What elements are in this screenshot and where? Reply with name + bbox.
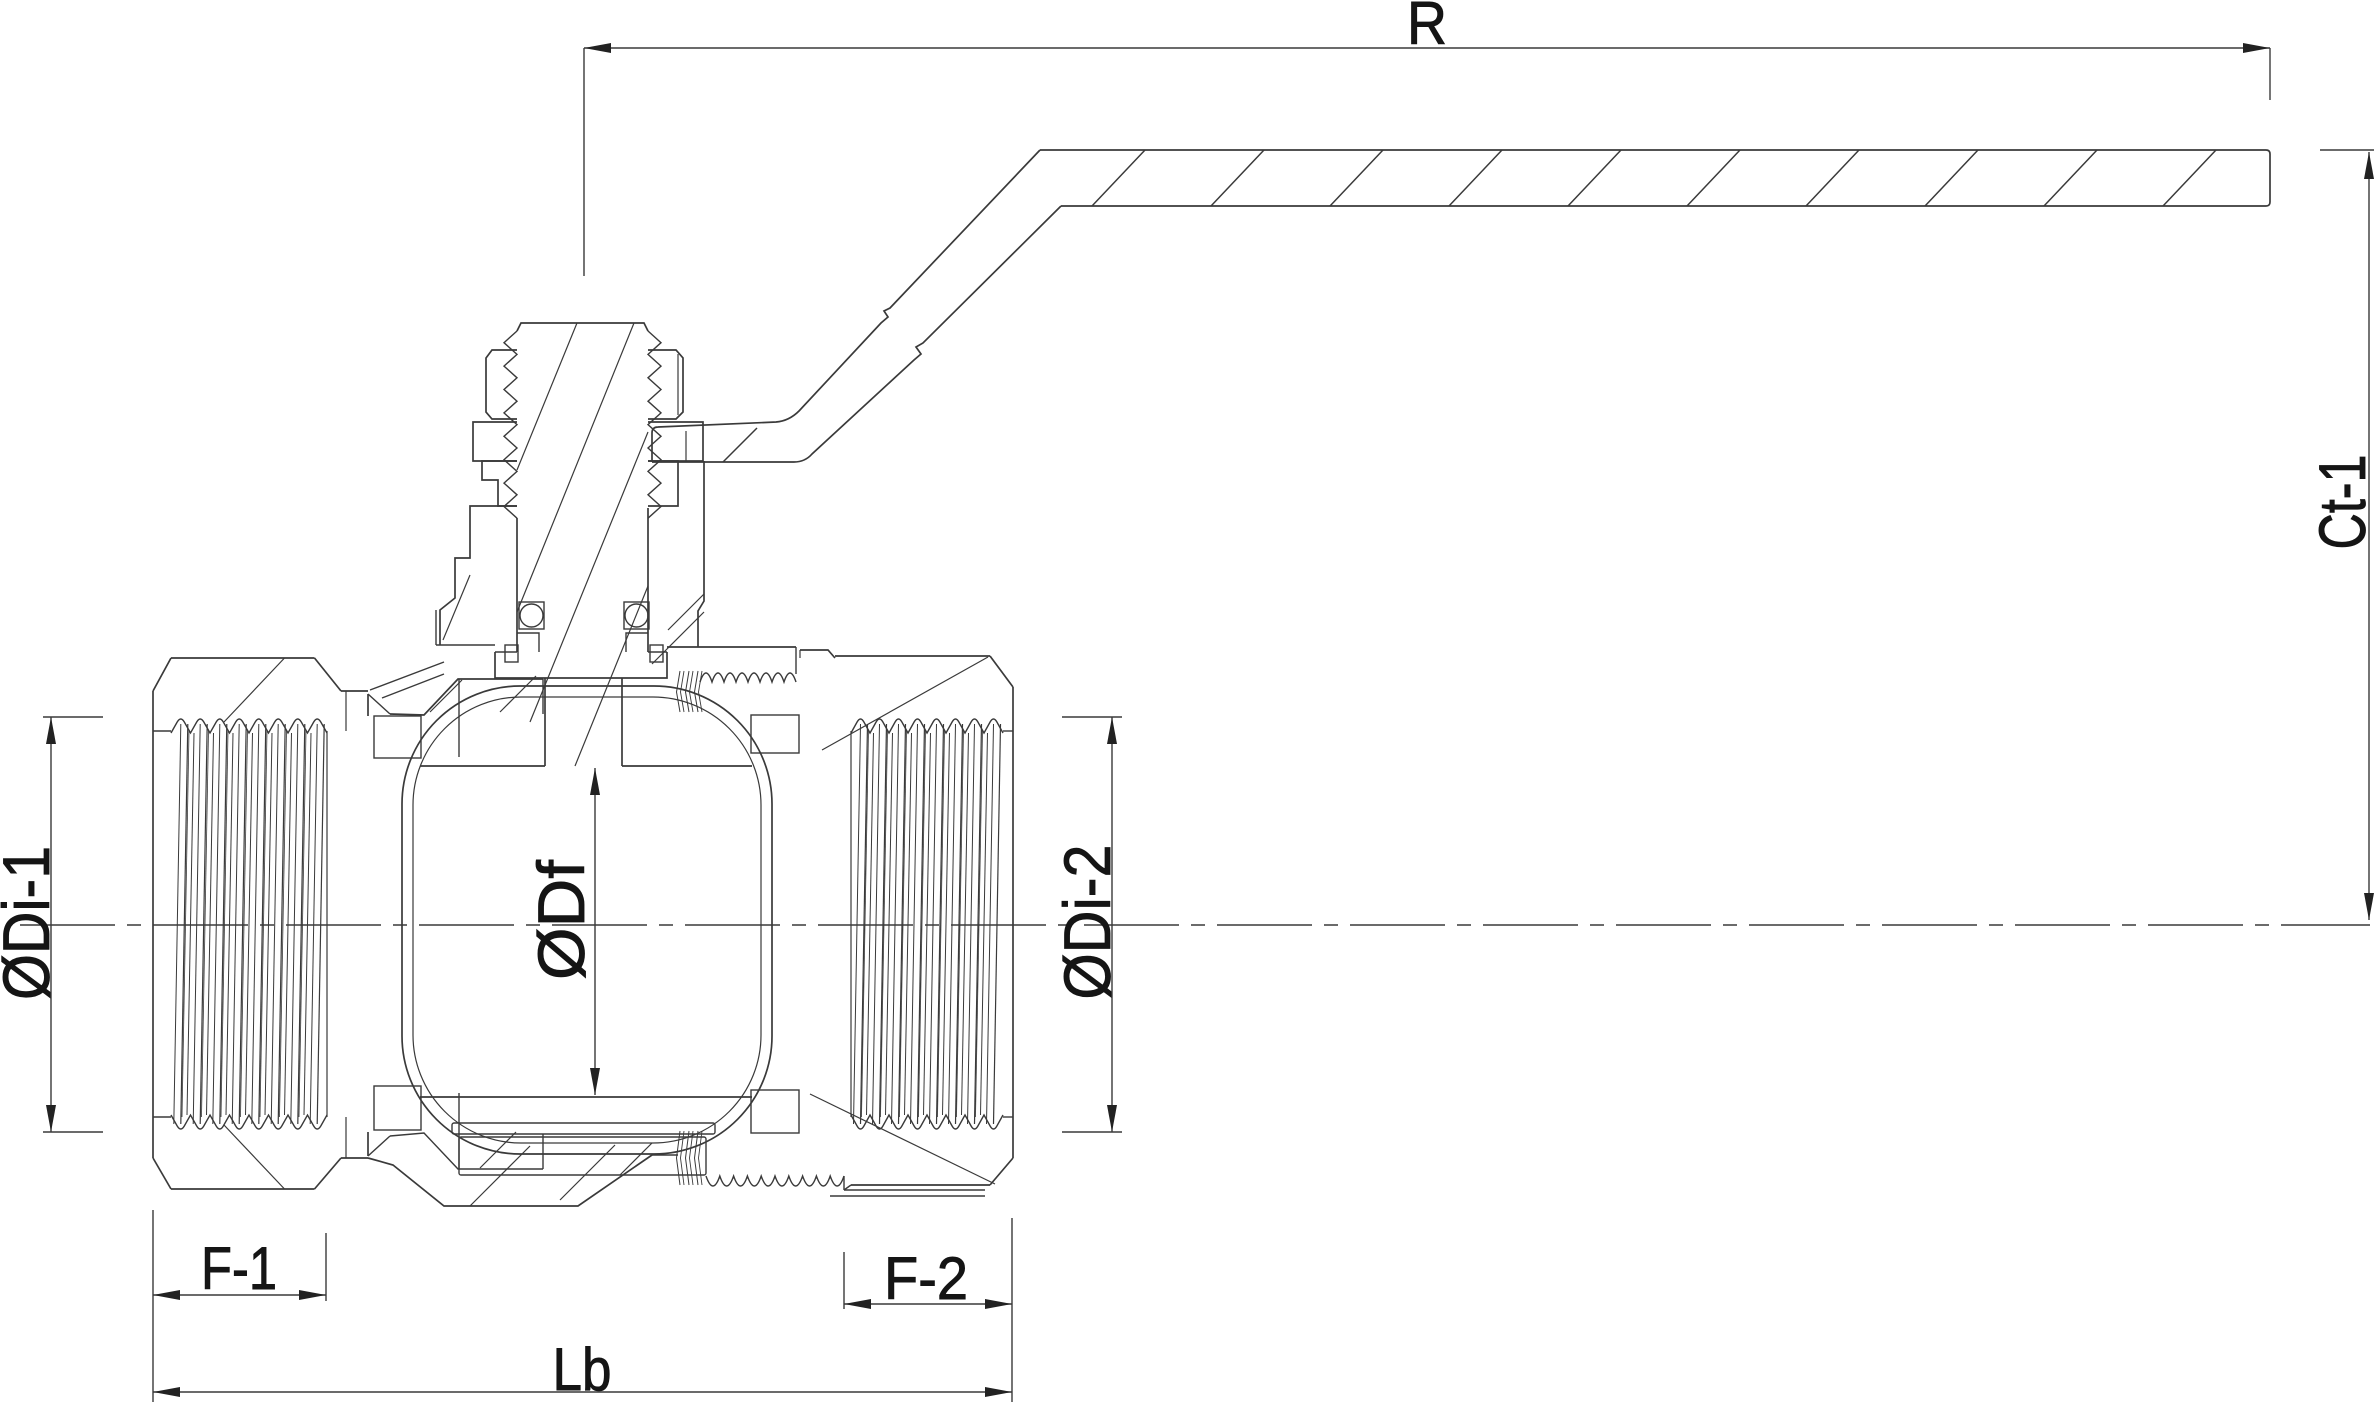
svg-text:Ct-1: Ct-1	[2305, 455, 2374, 550]
svg-text:ØDf: ØDf	[524, 859, 598, 980]
svg-text:ØDi-2: ØDi-2	[1050, 845, 1124, 1000]
svg-text:F-2: F-2	[884, 1245, 968, 1312]
svg-text:ØDi-1: ØDi-1	[0, 846, 63, 1000]
svg-text:Lb: Lb	[553, 1336, 612, 1402]
svg-text:F-1: F-1	[201, 1235, 277, 1302]
